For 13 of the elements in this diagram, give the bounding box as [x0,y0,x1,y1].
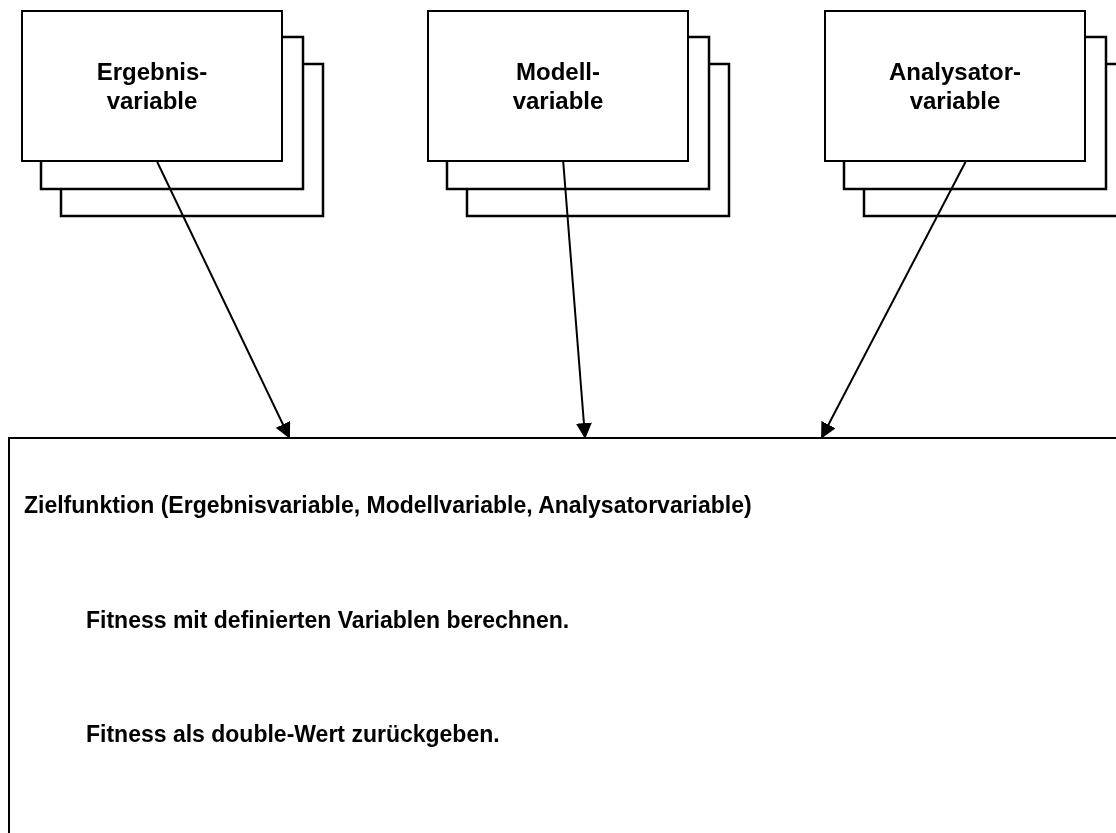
box-label: Ergebnis- variable [95,57,209,115]
function-box [8,437,1116,833]
variable-box [427,10,689,162]
step-text: Fitness mit definierten Variablen berechnen. [86,607,570,634]
step-text: Fitness als double-Wert zurückgeben. [86,721,500,748]
arrow [562,161,592,439]
box-label: Modell- variable [511,57,605,115]
variable-box [21,10,283,162]
function-signature: Zielfunktion (Ergebnisvariable, Modellvariable, Analysatorvariable) [24,492,752,519]
arrow [156,161,291,439]
arrow [821,161,967,439]
variable-box [824,10,1086,162]
box-label: Analysator- variable [887,57,1022,115]
